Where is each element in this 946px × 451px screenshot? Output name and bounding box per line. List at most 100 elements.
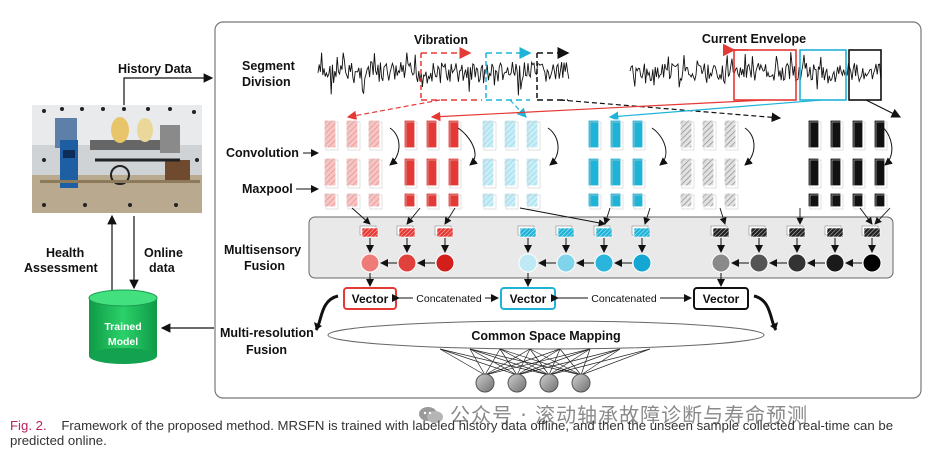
output-node-3 [539, 373, 559, 393]
conv-dark-cyan [587, 119, 600, 149]
conv-dark-black [807, 119, 820, 149]
map-to-fusion-arrow [351, 207, 371, 225]
fusion-tile-black [750, 227, 768, 238]
pool-light-black [679, 157, 693, 187]
small-dark-red [425, 192, 438, 208]
conv-dark-black [851, 119, 864, 149]
svg-text:Vector: Vector [703, 292, 740, 306]
conv-curve-arrow [651, 127, 668, 166]
mapping-line [499, 348, 550, 376]
mapping-line [529, 348, 550, 376]
mapping-line [580, 348, 651, 376]
fusion-node-red [435, 253, 455, 273]
fusion-tile-black [826, 227, 844, 238]
conv-dark-red [447, 119, 460, 149]
trained-model-label-1: Trained [104, 321, 141, 333]
conv-light-black [679, 119, 693, 149]
pool-dark-cyan [587, 157, 600, 187]
svg-text:Vector: Vector [510, 292, 547, 306]
fusion-tile-red [398, 227, 416, 238]
seg-arrow-cur-black [865, 99, 902, 118]
mapping-line [516, 348, 621, 376]
fusion-tile-black [712, 227, 730, 238]
online-data-label-2: data [149, 261, 176, 275]
common-space-mapping-ellipse [327, 320, 765, 350]
pool-dark-black [873, 157, 886, 187]
pool-light-black [723, 157, 737, 187]
caption-text: Framework of the proposed method. MRSFN … [10, 418, 894, 448]
pool-light-cyan [481, 157, 495, 187]
fusion-node-black [862, 253, 882, 273]
small-dark-black [807, 192, 820, 208]
pool-dark-cyan [631, 157, 644, 187]
svg-text:Vector: Vector [352, 292, 389, 306]
conv-dark-cyan [609, 119, 622, 149]
segment-division-label-1: Segment [242, 59, 296, 73]
map-to-fusion-arrow [603, 207, 611, 225]
map-to-fusion-arrow [444, 207, 456, 225]
conv-curve-arrow [457, 127, 478, 166]
health-assessment-label-2: Assessment [24, 261, 98, 275]
fusion-node-cyan [518, 253, 538, 273]
pool-dark-red [447, 157, 460, 187]
convolution-label: Convolution [226, 146, 299, 160]
fusion-tile-cyan [595, 227, 613, 238]
mapping-line [499, 348, 582, 376]
fusion-node-black [711, 253, 731, 273]
current-segment-cyan [799, 49, 847, 101]
seg-arrow-cur-cyan [608, 99, 823, 122]
mapping-line [484, 348, 501, 376]
conv-light-red [323, 119, 337, 149]
mapping-line [559, 348, 582, 376]
conv-light-black [701, 119, 715, 149]
segment-division-label-2: Division [242, 75, 291, 89]
trained-model-label-2: Model [108, 336, 138, 348]
mapping-lines [439, 348, 651, 376]
fusion-tile-red [436, 227, 454, 238]
small-dark-cyan [631, 192, 644, 208]
conv-light-black [723, 119, 737, 149]
current-segment-black [848, 49, 882, 101]
conv-dark-cyan [631, 119, 644, 149]
output-node-2 [507, 373, 527, 393]
conv-light-cyan [481, 119, 495, 149]
map-to-fusion-arrow [859, 207, 873, 225]
fusion-node-cyan [556, 253, 576, 273]
conv-light-cyan [525, 119, 539, 149]
small-dark-cyan [609, 192, 622, 208]
pool-light-red [345, 157, 359, 187]
small-light-black [723, 192, 737, 208]
mapping-line [469, 348, 486, 376]
mapping-line [484, 348, 561, 376]
small-light-cyan [525, 192, 539, 208]
conv-light-red [345, 119, 359, 149]
mapping-line [469, 348, 550, 376]
watermark: 公众号 · 滚动轴承故障诊断与寿命预测 [418, 399, 808, 428]
watermark-text: 公众号 · 滚动轴承故障诊断与寿命预测 [450, 403, 809, 427]
mapping-line [439, 348, 550, 376]
multisensory-fusion-label-2: Fusion [244, 259, 285, 273]
conv-dark-red [425, 119, 438, 149]
small-light-black [701, 192, 715, 208]
multisensory-fusion-label-1: Multisensory [224, 243, 301, 257]
online-data-label-1: Online [144, 246, 183, 260]
vibration-segment-red [420, 47, 482, 101]
pool-dark-black [829, 157, 842, 187]
pool-dark-cyan [609, 157, 622, 187]
conv-light-cyan [503, 119, 517, 149]
vibration-label: Vibration [414, 33, 468, 47]
conv-curve-arrow [744, 127, 755, 166]
vector-box-cyan: Vector [500, 287, 556, 310]
fusion-tile-cyan [557, 227, 575, 238]
conv-curve-arrow [879, 124, 893, 166]
seg-arrow-vib-black [559, 99, 782, 123]
pool-light-black [701, 157, 715, 187]
pool-dark-black [851, 157, 864, 187]
mapping-line [548, 348, 651, 376]
current-envelope-label: Current Envelope [702, 32, 806, 46]
mapping-line [439, 348, 518, 376]
map-to-fusion-arrow [643, 207, 651, 225]
small-light-red [323, 192, 337, 208]
mapping-line [548, 348, 621, 376]
